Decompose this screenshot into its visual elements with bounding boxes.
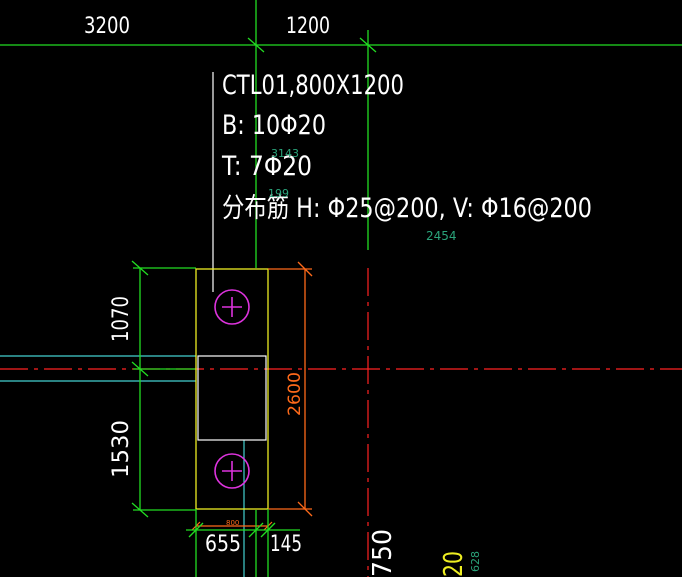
right-dim-tick-top <box>297 261 313 277</box>
bottom-dim-left-text: 655 <box>205 532 241 557</box>
bottom-orange-dim-text: 800 <box>226 519 239 527</box>
bottom-dim-right-text: 145 <box>270 532 302 557</box>
bottom-dim-tick-right <box>260 522 276 538</box>
pile-top[interactable] <box>214 289 250 325</box>
annotation-line-2: B: 10Φ20 <box>222 110 326 141</box>
pile-bottom[interactable] <box>214 453 250 489</box>
left-dim-upper-text: 1070 <box>109 296 134 342</box>
annotation-line-3: T: 7Φ20 <box>221 151 312 182</box>
left-dim-lower-text: 1530 <box>109 420 134 478</box>
pile-cap-outline[interactable] <box>195 268 269 510</box>
annotation-line-4: 分布筋 H: Φ25@200, V: Φ16@200 <box>222 193 592 224</box>
small-label-199: 199 <box>268 187 289 200</box>
annotation-line-1: CTL01,800X1200 <box>222 70 404 101</box>
bottom-dim-tick-mid <box>248 522 264 538</box>
top-dim-right-text: 1200 <box>286 14 330 39</box>
beam-opening-rect <box>197 355 267 441</box>
pile-top-circle <box>214 289 250 325</box>
small-label-3143: 3143 <box>271 147 299 160</box>
left-dim-tick-top <box>131 260 149 276</box>
small-label-628: 628 <box>469 551 482 572</box>
bottom-dim-tick-left <box>188 522 204 538</box>
left-dim-tick-bottom <box>131 502 149 518</box>
bottom-partial-text-20: 20 <box>439 551 469 577</box>
right-dim-text: 2600 <box>285 372 305 416</box>
right-dim-tick-bottom <box>297 501 313 517</box>
top-dim-left-text: 3200 <box>84 14 130 39</box>
bottom-partial-text-750: 750 <box>368 529 398 577</box>
pile-bottom-circle <box>214 453 250 489</box>
small-label-2454: 2454 <box>426 229 457 243</box>
left-dim-tick-mid <box>131 361 149 377</box>
